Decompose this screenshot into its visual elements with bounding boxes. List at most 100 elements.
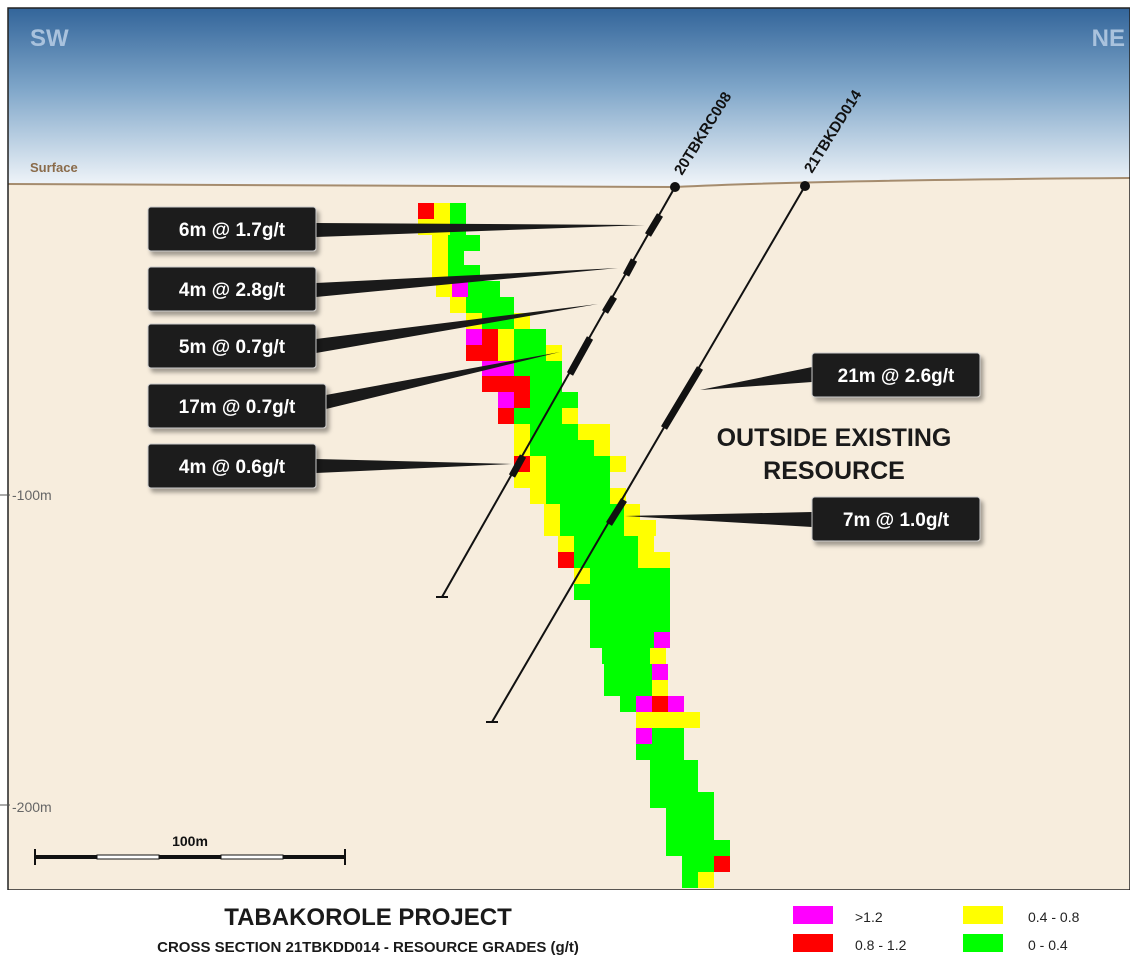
legend-swatch-0.8-1.2	[793, 934, 833, 952]
grade-block	[576, 520, 592, 536]
intercept-segment	[566, 336, 594, 376]
grade-block	[546, 361, 562, 377]
scale-bar: 100m	[34, 833, 346, 865]
grade-block	[578, 440, 594, 456]
grade-block	[698, 792, 714, 808]
grade-block	[546, 408, 562, 424]
drillhole-trace	[491, 185, 806, 723]
grade-block	[620, 680, 636, 696]
grade-block	[590, 584, 606, 600]
grade-block	[482, 345, 498, 361]
grade-block	[514, 345, 530, 361]
legend-label: 0 - 0.4	[1028, 937, 1068, 953]
figure-title: TABAKOROLE PROJECT	[224, 904, 512, 931]
grade-block	[466, 345, 482, 361]
grade-block	[652, 728, 668, 744]
intercept-segment	[508, 454, 527, 478]
grade-block	[498, 297, 514, 313]
grade-block	[636, 680, 652, 696]
grade-block	[514, 440, 530, 456]
grade-block	[562, 488, 578, 504]
grade-block	[698, 856, 714, 872]
grade-block	[594, 424, 610, 440]
grade-block	[636, 712, 652, 728]
grade-block	[654, 616, 670, 632]
grade-block	[544, 520, 560, 536]
grade-block	[452, 281, 468, 297]
intercept-segment	[601, 295, 618, 314]
grade-block	[654, 584, 670, 600]
grade-block	[682, 856, 698, 872]
grade-block	[562, 440, 578, 456]
grade-block	[714, 840, 730, 856]
grade-block	[606, 632, 622, 648]
grade-block	[466, 297, 482, 313]
grade-block	[514, 361, 530, 377]
callout-text: 6m @ 1.7g/t	[179, 220, 286, 241]
annotation-line-2: RESOURCE	[763, 457, 905, 485]
callout-7m: 7m @ 1.0g/t	[811, 496, 981, 542]
grade-block	[620, 664, 636, 680]
grade-block	[482, 329, 498, 345]
grade-block	[574, 584, 590, 600]
grade-block	[654, 568, 670, 584]
drillhole-collar	[800, 181, 810, 191]
grade-block	[606, 584, 622, 600]
grade-block	[578, 472, 594, 488]
grade-block	[578, 424, 594, 440]
grade-block	[622, 584, 638, 600]
grade-block	[682, 840, 698, 856]
scale-bar-segment	[35, 855, 97, 859]
grade-block	[468, 281, 484, 297]
grade-block	[498, 376, 514, 392]
grade-block	[654, 632, 670, 648]
surface-label: Surface	[30, 160, 78, 175]
callout-text: 4m @ 2.8g/t	[179, 280, 286, 301]
annotation-line-1: OUTSIDE EXISTING	[717, 424, 952, 452]
grade-block	[530, 472, 546, 488]
leader-4m-0.6	[316, 459, 512, 473]
grade-block	[498, 329, 514, 345]
grade-block	[514, 376, 530, 392]
sky-area	[8, 8, 1130, 187]
grade-block	[684, 712, 700, 728]
depth-label: -200m	[12, 799, 52, 815]
grade-block	[514, 392, 530, 408]
grade-block	[622, 568, 638, 584]
grade-block	[590, 568, 606, 584]
grade-block	[620, 696, 636, 712]
grade-block	[666, 776, 682, 792]
grade-block	[682, 808, 698, 824]
grade-block	[574, 568, 590, 584]
callout-text: 7m @ 1.0g/t	[843, 510, 950, 531]
grade-block	[464, 235, 480, 251]
grade-block	[636, 696, 652, 712]
legend-swatch-0-0.4	[963, 934, 1003, 952]
grade-block	[640, 520, 656, 536]
grade-block	[638, 536, 654, 552]
grade-block	[668, 712, 684, 728]
grade-block	[498, 408, 514, 424]
drillhole-trace	[441, 186, 676, 598]
depth-label: -100m	[12, 487, 52, 503]
intercept-segment	[644, 213, 664, 237]
callout-text: 5m @ 0.7g/t	[179, 337, 286, 358]
grade-block	[514, 424, 530, 440]
grade-block	[668, 696, 684, 712]
grade-block	[498, 392, 514, 408]
grade-block	[578, 456, 594, 472]
callout-4m-0.6: 4m @ 0.6g/t	[147, 443, 317, 489]
grade-block	[622, 552, 638, 568]
grade-block	[530, 376, 546, 392]
grade-block	[448, 235, 464, 251]
grade-block	[590, 552, 606, 568]
surface-line	[7, 177, 1130, 189]
grade-block	[530, 408, 546, 424]
grade-block	[682, 792, 698, 808]
grade-block	[546, 424, 562, 440]
grade-block	[574, 552, 590, 568]
grade-block	[482, 297, 498, 313]
grade-block	[484, 281, 500, 297]
orientation-left-label: SW	[30, 25, 69, 52]
